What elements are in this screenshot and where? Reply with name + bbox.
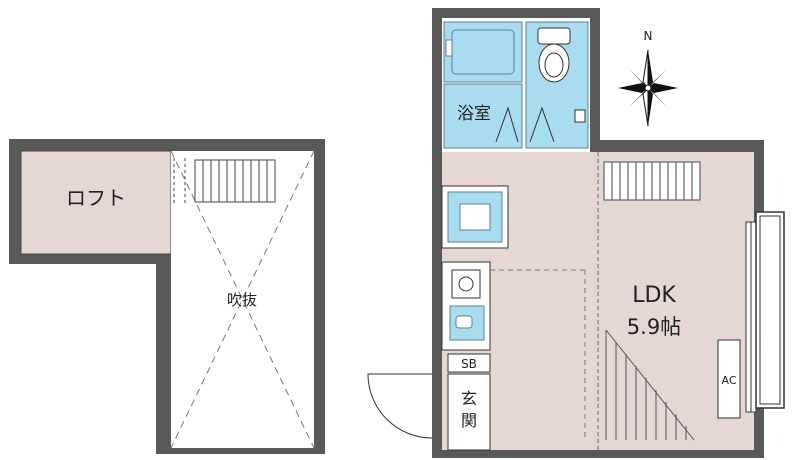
toilet-tank: [537, 27, 571, 45]
balcony-rail: [759, 215, 781, 405]
loft-ladder: [173, 158, 276, 205]
compass-north-label: N: [644, 29, 653, 43]
entrance-label-line1: 玄: [461, 389, 477, 408]
shoe-box-label: SB: [461, 357, 477, 371]
entrance-label-line2: 関: [461, 411, 477, 430]
kitchen-sink-basin: [455, 315, 473, 329]
balcony: [755, 211, 785, 409]
bath-label: 浴室: [457, 104, 491, 124]
toilet-door-swing: [529, 106, 555, 143]
toilet-sink-icon: [574, 109, 586, 123]
compass-rose-icon: [618, 49, 678, 127]
entrance: [447, 373, 491, 451]
shoe-box: [447, 353, 491, 373]
loft-area: [20, 150, 172, 255]
toilet-seat: [544, 52, 564, 78]
entrance-door-swing: [367, 373, 433, 439]
ldk-label: LDK: [632, 283, 676, 308]
bath-door-swing: [495, 106, 519, 143]
loft-plan: ロフト 吹抜: [9, 139, 325, 454]
stove-burner: [458, 276, 474, 292]
stair-hatch: [605, 329, 695, 441]
main-plan: 浴室 SB 玄 関 玄関: [367, 8, 785, 458]
bathtub: [443, 21, 523, 83]
washer-pan-drain: [459, 203, 491, 231]
ldk-area-label: 5.9帖: [627, 315, 681, 339]
loft-label: ロフト: [66, 186, 126, 210]
void-cross-line-2: [170, 150, 315, 449]
ldk-ladder: [603, 161, 701, 201]
toilet-icon: [538, 43, 570, 83]
ac-unit: [717, 339, 741, 419]
ac-label: AC: [721, 374, 736, 387]
void-label: 吹抜: [227, 291, 257, 309]
faucet-icon: [445, 39, 453, 57]
bathroom: [443, 83, 523, 149]
stove-icon: [451, 269, 481, 299]
